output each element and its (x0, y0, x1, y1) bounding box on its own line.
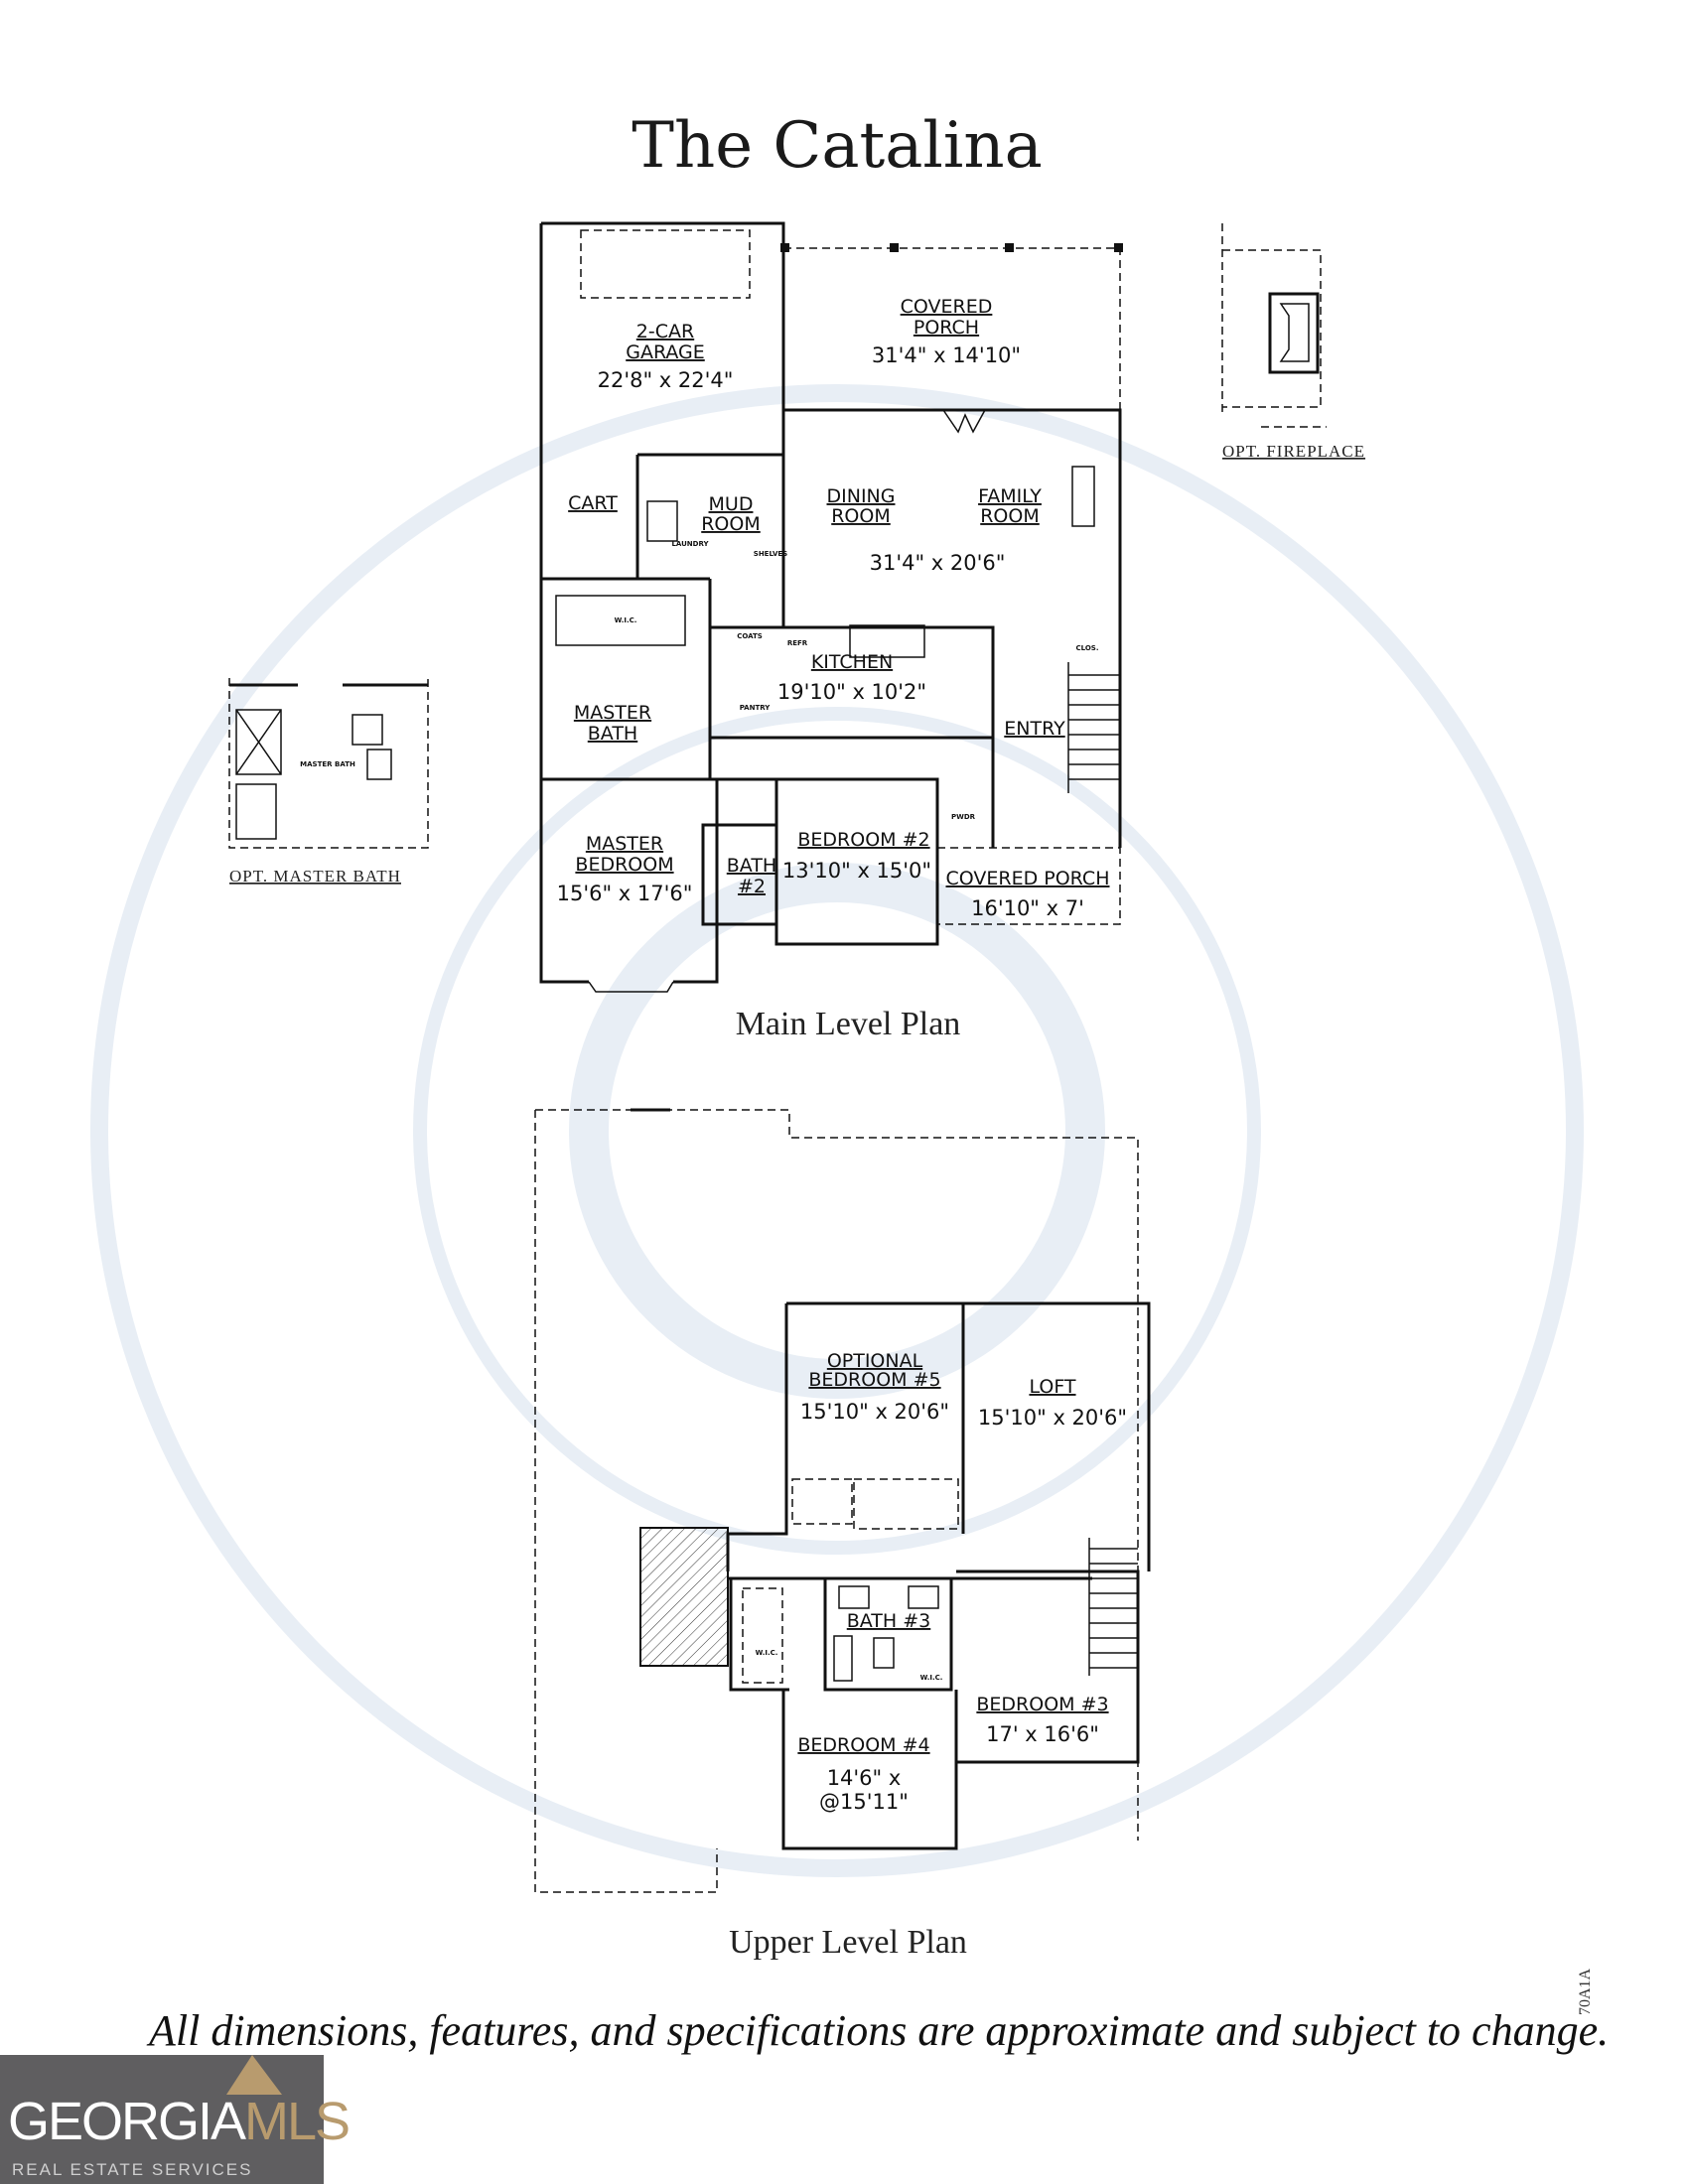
rear-porch-label-2: PORCH (914, 317, 979, 339)
watermark-seal (90, 384, 1584, 1877)
bath-2-label-2: #2 (738, 876, 766, 897)
loft-dims: 15'10" x 20'6" (978, 1406, 1127, 1430)
bedroom-4-label: BEDROOM #4 (797, 1734, 929, 1756)
bath-2-label: BATH (727, 855, 776, 877)
loft-label: LOFT (1029, 1376, 1075, 1398)
bath-3-label: BATH #3 (847, 1610, 931, 1632)
garage-label-2: GARAGE (626, 341, 705, 363)
logo-word-mls: MLS (244, 2092, 351, 2151)
page-title: The Catalina (632, 109, 1042, 183)
dining-family-dims: 31'4" x 20'6" (870, 551, 1006, 575)
pwdr-label: PWDR (951, 813, 976, 821)
upper-level-caption: Upper Level Plan (729, 1924, 967, 1961)
garage-dims: 22'8" x 22'4" (598, 368, 734, 392)
plan-code: 70A1A (1577, 1968, 1594, 2015)
opt-master-bath-label: OPT. MASTER BATH (229, 867, 401, 886)
main-level-plan: 2-CAR GARAGE 22'8" x 22'4" COVERED PORCH… (539, 221, 1123, 1042)
family-room-label: FAMILY (978, 485, 1042, 507)
wic-2-label: W.I.C. (920, 1674, 943, 1682)
bedroom-3-label: BEDROOM #3 (976, 1694, 1108, 1715)
wic-label: W.I.C. (615, 616, 637, 624)
coats-label: COATS (737, 632, 763, 640)
entry-label: ENTRY (1004, 718, 1065, 740)
master-bath-label: MASTER (574, 702, 651, 724)
laundry-label: LAUNDRY (671, 540, 709, 548)
bedroom-4-dims-2: @15'11" (819, 1790, 909, 1814)
bedroom-4-dims: 14'6" x (827, 1766, 902, 1790)
rear-porch-dims: 31'4" x 14'10" (872, 343, 1021, 367)
front-porch-dims: 16'10" x 7' (971, 896, 1084, 920)
roof-icon (226, 2055, 282, 2095)
kitchen-dims: 19'10" x 10'2" (777, 680, 926, 704)
disclaimer-text: All dimensions, features, and specificat… (149, 2006, 1610, 2055)
shelves-label: SHELVES (754, 550, 787, 558)
master-bath-label-2: BATH (588, 723, 637, 745)
mud-room-label-2: ROOM (701, 513, 761, 535)
bedroom-5-label: BEDROOM #5 (808, 1369, 940, 1391)
kitchen-label: KITCHEN (811, 651, 893, 673)
family-room-label-2: ROOM (980, 505, 1040, 527)
garage-label: 2-CAR (636, 321, 694, 342)
main-level-caption: Main Level Plan (736, 1006, 961, 1042)
bedroom-5-dims: 15'10" x 20'6" (800, 1400, 949, 1424)
bedroom-2-dims: 13'10" x 15'0" (782, 859, 931, 883)
rear-porch-label: COVERED (901, 296, 993, 318)
front-porch-label: COVERED PORCH (946, 868, 1110, 889)
bedroom-2-label: BEDROOM #2 (797, 829, 929, 851)
bedroom-3-dims: 17' x 16'6" (986, 1722, 1099, 1746)
wic-1-label: W.I.C. (756, 1649, 778, 1657)
refr-label: REFR (787, 639, 808, 647)
opt-fireplace-label: OPT. FIREPLACE (1222, 442, 1365, 461)
pantry-label: PANTRY (740, 704, 772, 712)
master-bedroom-label: MASTER (586, 833, 663, 855)
optional-fireplace-detail: OPT. FIREPLACE (1221, 223, 1365, 461)
master-bedroom-dims: 15'6" x 17'6" (557, 882, 693, 905)
logo-wordmark: GEORGIAMLS (8, 2091, 351, 2152)
dining-room-label-2: ROOM (831, 505, 891, 527)
cart-label: CART (568, 492, 618, 514)
master-bedroom-label-2: BEDROOM (575, 854, 673, 876)
logo-subtitle: REAL ESTATE SERVICES (12, 2160, 253, 2179)
clos-label: CLOS. (1076, 644, 1099, 652)
upper-level-plan: OPTIONAL BEDROOM #5 15'10" x 20'6" LOFT … (534, 1108, 1151, 1961)
opt-master-bath-inner-label: MASTER BATH (300, 760, 355, 768)
mud-room-label: MUD (709, 493, 754, 515)
dining-room-label: DINING (827, 485, 896, 507)
georgia-mls-logo: GEORGIAMLS REAL ESTATE SERVICES (0, 2055, 351, 2184)
logo-word-georgia: GEORGIA (8, 2092, 246, 2151)
optional-label: OPTIONAL (827, 1350, 923, 1372)
optional-master-bath-detail: MASTER BATH OPT. MASTER BATH (228, 678, 429, 886)
